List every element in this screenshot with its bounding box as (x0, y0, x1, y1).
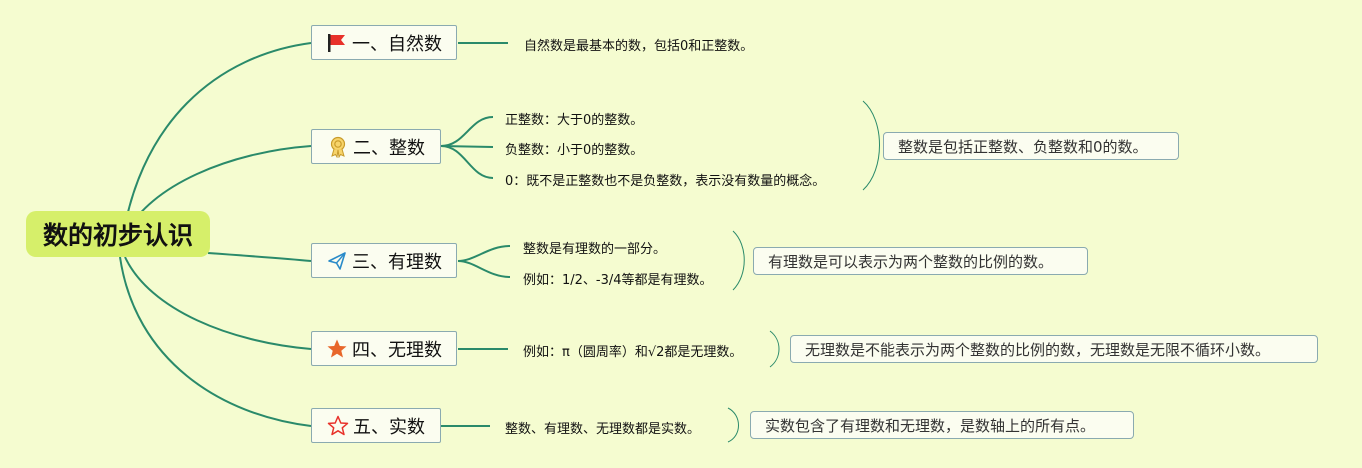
connector-branch2-leaf-3 (440, 145, 494, 179)
summary-irrational-numbers[interactable]: 无理数是不能表示为两个整数的比例的数，无理数是无限不循环小数。 (790, 335, 1318, 363)
leaf-real-numbers-1: 整数、有理数、无理数都是实数。 (505, 422, 701, 437)
branch-integers[interactable]: 二、整数 (311, 129, 441, 164)
bracket-branch-2 (862, 100, 880, 191)
connector-root-branch-4 (124, 256, 312, 350)
root-topic[interactable]: 数的初步认识 (26, 211, 210, 257)
leaf-irrational-numbers-1: 例如：π（圆周率）和√2都是无理数。 (523, 345, 743, 360)
connector-root-branch-5 (119, 256, 312, 427)
summary-rational-numbers[interactable]: 有理数是可以表示为两个整数的比例的数。 (753, 247, 1088, 275)
leaf-rational-numbers-1: 整数是有理数的一部分。 (523, 242, 667, 257)
branch-real-numbers[interactable]: 五、实数 (311, 408, 441, 443)
summary-integers[interactable]: 整数是包括正整数、负整数和0的数。 (883, 132, 1179, 160)
connector-branch3-leaf-1 (457, 245, 511, 262)
leaf-integers-3: 0：既不是正整数也不是负整数，表示没有数量的概念。 (505, 174, 826, 189)
red-flag-icon (326, 32, 348, 54)
connector-branch2-leaf-1 (440, 116, 494, 147)
bracket-branch-4 (769, 330, 780, 368)
branch-label: 三、有理数 (352, 251, 442, 273)
connector-root-branch-3 (207, 252, 312, 262)
leaf-natural-numbers-1: 自然数是最基本的数，包括0和正整数。 (524, 39, 754, 54)
branch-rational-numbers[interactable]: 三、有理数 (311, 243, 457, 278)
summary-real-numbers[interactable]: 实数包含了有理数和无理数，是数轴上的所有点。 (750, 411, 1134, 439)
leaf-integers-1: 正整数：大于0的整数。 (505, 113, 644, 128)
connector-root-branch-1 (119, 42, 312, 258)
connector-branch2-leaf-2 (440, 145, 494, 148)
connector-branch3-leaf-2 (457, 260, 511, 278)
paper-plane-icon (326, 250, 348, 272)
award-ribbon-icon (327, 136, 349, 158)
bracket-branch-3 (732, 230, 745, 291)
leaf-rational-numbers-2: 例如：1/2、-3/4等都是有理数。 (523, 273, 713, 288)
branch-label: 二、整数 (353, 137, 425, 159)
branch-label: 五、实数 (353, 416, 425, 438)
branch-label: 四、无理数 (352, 339, 442, 361)
red-outline-star-icon (327, 415, 349, 437)
branch-label: 一、自然数 (352, 33, 442, 55)
bracket-branch-5 (727, 407, 739, 443)
leaf-integers-2: 负整数：小于0的整数。 (505, 143, 644, 158)
branch-natural-numbers[interactable]: 一、自然数 (311, 25, 457, 60)
branch-irrational-numbers[interactable]: 四、无理数 (311, 331, 457, 366)
orange-star-icon (326, 338, 348, 360)
